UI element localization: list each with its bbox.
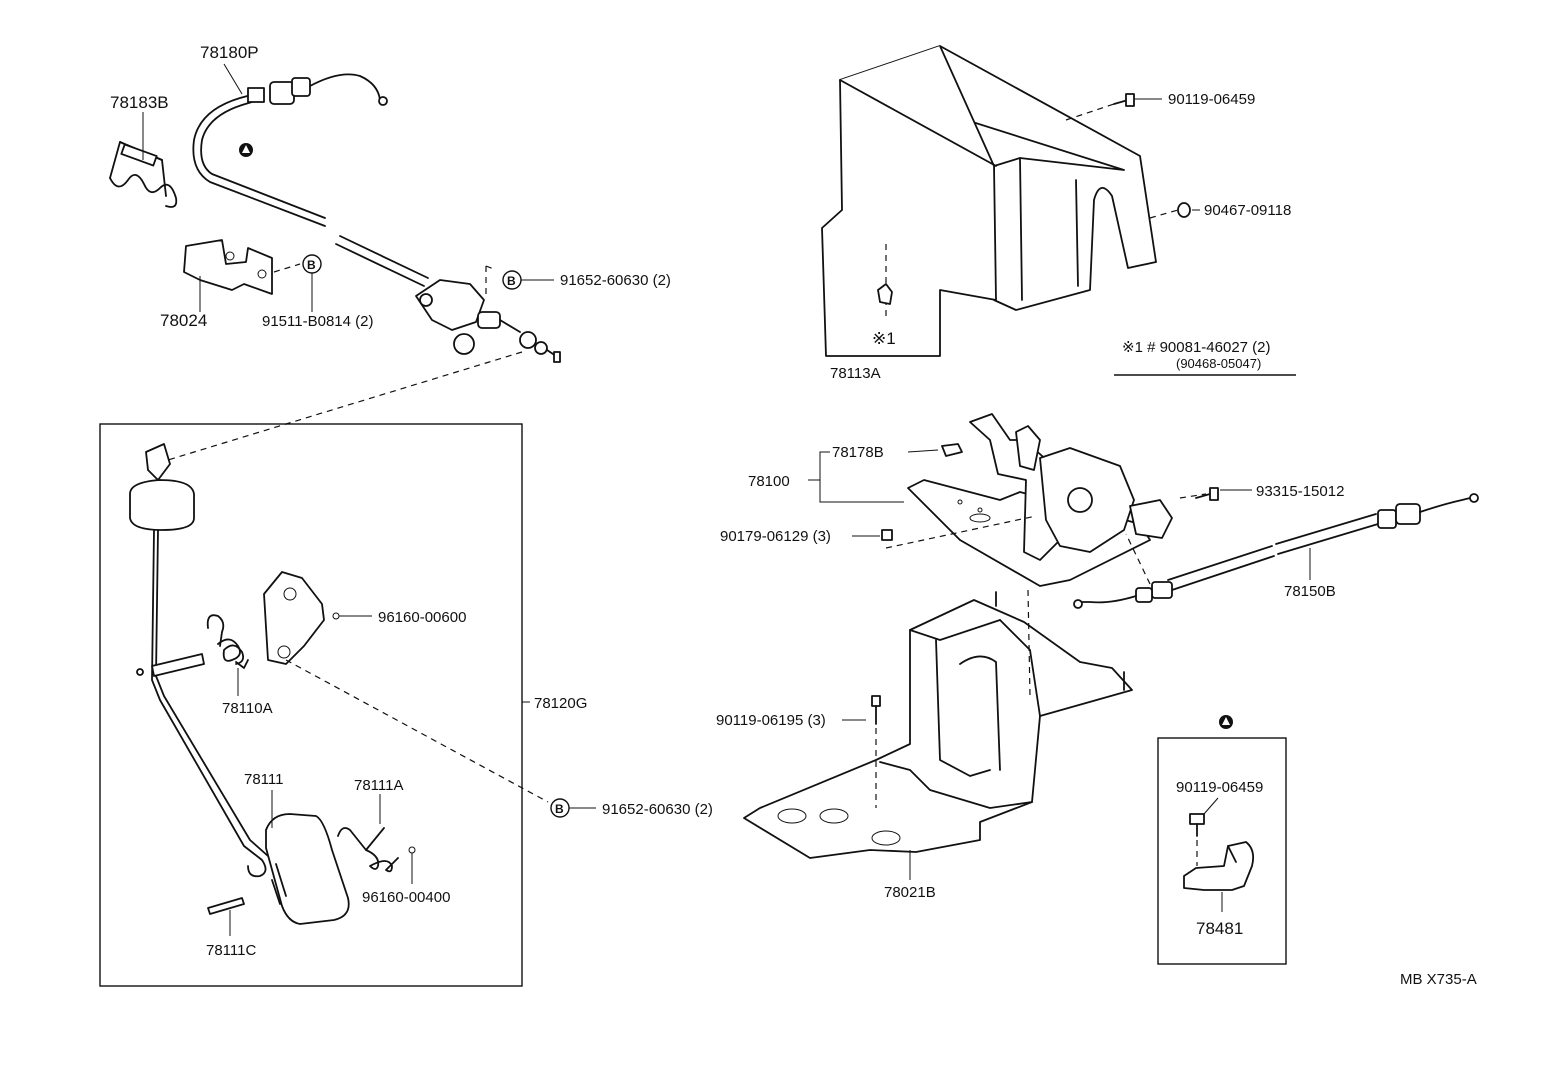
triangle-marker-box-icon (1219, 715, 1233, 729)
label-91652-bottom: 91652-60630 (2) (602, 801, 713, 818)
label-91511: 91511-B0814 (2) (262, 313, 373, 330)
nut-90179 (881, 529, 893, 541)
label-78021B: 78021B (884, 884, 936, 901)
label-78481: 78481 (1196, 919, 1243, 938)
bracket-78481 (1183, 841, 1255, 891)
circle-b-letter: B (507, 274, 516, 288)
label-93315-15012: 93315-15012 (1256, 483, 1344, 500)
label-78111C: 78111C (206, 942, 256, 959)
label-96160-00600: 96160-00600 (378, 609, 466, 626)
label-78111: 78111 (244, 771, 284, 788)
bolt-90119-06459-box (1189, 813, 1205, 837)
label-78111A: 78111A (354, 777, 404, 794)
label-78150B: 78150B (1284, 583, 1336, 600)
label-90119-06459-box: 90119-06459 (1176, 779, 1263, 796)
circle-b-91652-bottom: B (550, 798, 570, 818)
label-78113A: 78113A (830, 365, 881, 382)
circle-b-91652-top: B (502, 270, 522, 290)
pin-78111C (207, 897, 245, 915)
pedal-arm (129, 443, 269, 878)
label-78110A: 78110A (222, 700, 273, 717)
pedal-pivot-bracket (263, 571, 325, 665)
bolt-93315-15012 (1195, 487, 1219, 501)
label-78180P: 78180P (200, 43, 259, 62)
label-78024: 78024 (160, 311, 207, 330)
pedal-pad-78111 (265, 813, 350, 925)
pedal-assembly-box (99, 423, 523, 987)
bracket-78183B (109, 141, 178, 208)
label-78183B: 78183B (110, 93, 169, 112)
label-90119-06195: 90119-06195 (3) (716, 712, 826, 729)
triangle-marker-top-icon (239, 143, 253, 157)
bracket-78481-box (1157, 737, 1287, 965)
label-96160-00400: 96160-00400 (362, 889, 450, 906)
spring-78110A (206, 614, 249, 669)
bolt-90119-06195 (871, 695, 881, 725)
lever-assembly-78100 (907, 413, 1173, 587)
circle-b-letter: B (555, 802, 564, 816)
note-line2: (90468-05047) (1176, 356, 1261, 371)
label-mark1: ※1 (872, 329, 896, 348)
bolt-90119-06459-top (1113, 93, 1135, 107)
note-line1: ※1 # 90081-46027 (2) (1122, 339, 1271, 356)
diagram-code: MB X735-A (1400, 971, 1477, 988)
label-90119-06459-top: 90119-06459 (1168, 91, 1255, 108)
label-91652-top: 91652-60630 (2) (560, 272, 671, 289)
bracket-78021B (743, 591, 1133, 859)
label-78100: 78100 (748, 473, 790, 490)
label-90467-09118: 90467-09118 (1204, 202, 1291, 219)
cable-clevis (415, 279, 561, 363)
label-78120G: 78120G (534, 695, 587, 712)
cable-78150B (1073, 493, 1479, 609)
throttle-cable-78180P (192, 73, 429, 287)
circle-b-letter: B (307, 258, 316, 272)
bracket-78024 (183, 239, 273, 295)
spring-78111A (337, 827, 399, 873)
label-78178B: 78178B (832, 444, 884, 461)
label-90179-06129: 90179-06129 (3) (720, 528, 831, 545)
cover-78113A (821, 45, 1157, 357)
circle-b-91511: B (302, 254, 322, 274)
